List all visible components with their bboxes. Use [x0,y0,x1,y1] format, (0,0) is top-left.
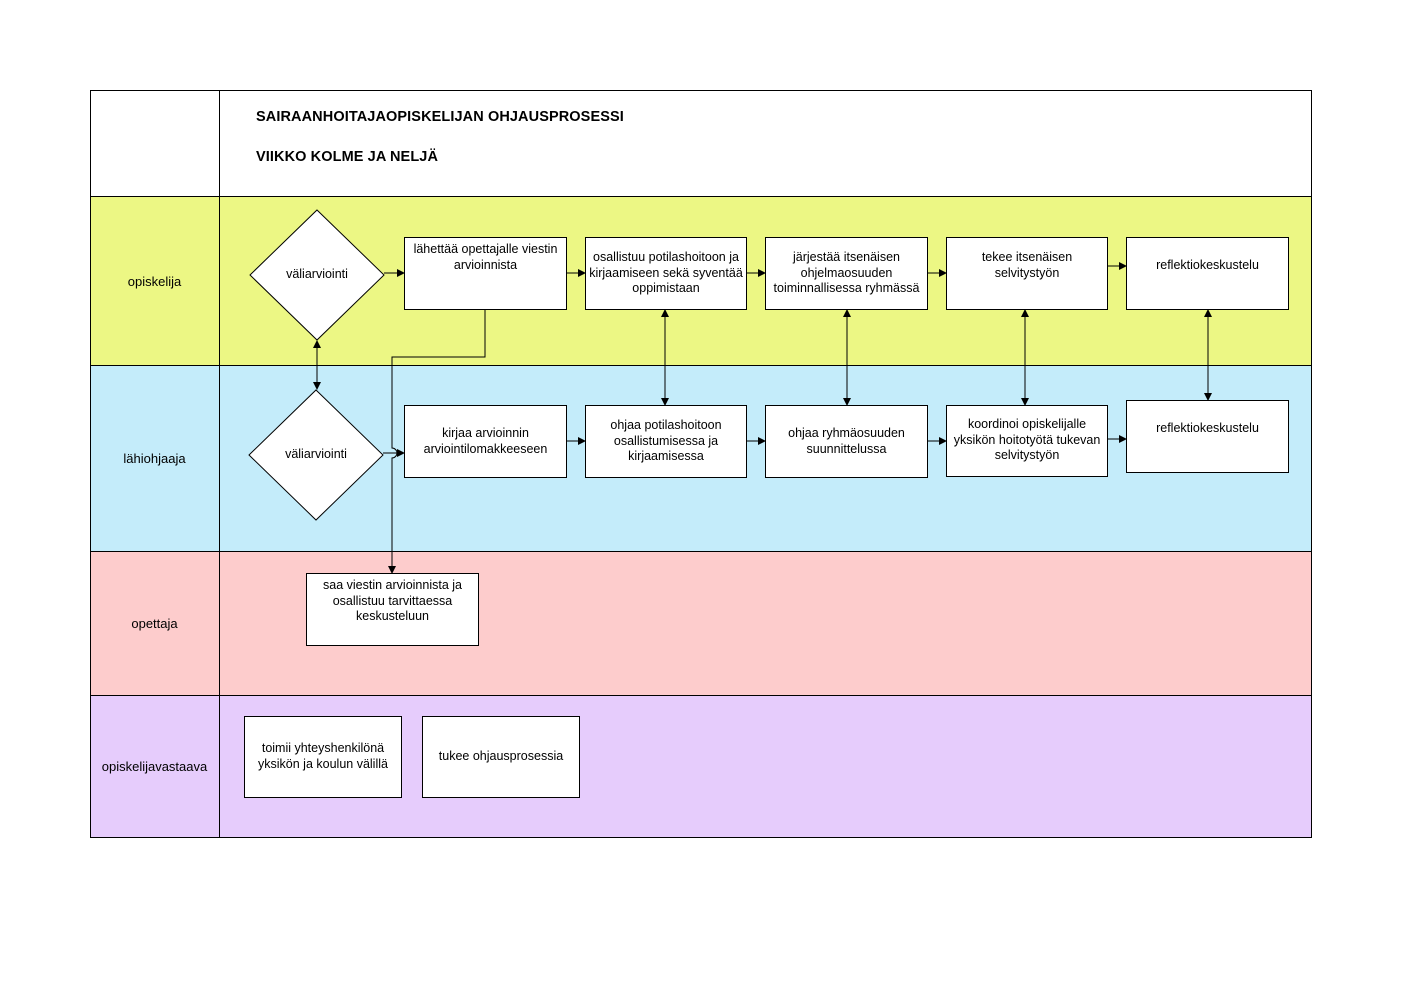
lane-label-lahiohjaaja: lähiohjaaja [123,451,186,466]
op-valiarviointi-label: väliarviointi [286,267,348,281]
header-lane [90,90,1312,197]
op-tekee-box: tekee itsenäisen selvitystyön [946,237,1108,310]
decision-diamond-lahiohjaaja [248,389,384,521]
lo-ohjaa-ryhma-box: ohjaa ryhmäosuuden suunnittelussa [765,405,928,478]
op-reflektio-box: reflektiokeskustelu [1126,237,1289,310]
lane-opettaja [90,551,1312,696]
lo-reflektio-box: reflektiokeskustelu [1126,400,1289,473]
arrow-lahettaa-to-opettaja [388,309,486,574]
ope-saa-box: saa viestin arvioinnista ja osallistuu t… [306,573,479,646]
diagram-title: SAIRAANHOITAJAOPISKELIJAN OHJAUSPROSESSI [256,109,624,125]
op-jarjestaa-box: järjestää itsenäisen ohjelmaosuuden toim… [765,237,928,310]
ov-toimii-box: toimii yhteyshenkilönä yksikön ja koulun… [244,716,402,798]
op-osallistuu-box: osallistuu potilashoitoon ja kirjaamisee… [585,237,747,310]
lo-koordinoi-box: koordinoi opiskelijalle yksikön hoitotyö… [946,405,1108,477]
lo-ohjaa-potilas-box: ohjaa potilashoitoon osallistumisessa ja… [585,405,747,478]
lane-label-opettaja: opettaja [131,616,178,631]
label-column-divider [219,90,220,838]
lo-kirjaa-box: kirjaa arvioinnin arviointilomakkeeseen [404,405,567,478]
lo-valiarviointi-label: väliarviointi [285,447,347,461]
lane-label-opiskelija: opiskelija [127,273,182,289]
diagram-subtitle: VIIKKO KOLME JA NELJÄ [256,149,439,165]
lane-label-opiskelijavastaava: opiskelijavastaava [101,759,208,774]
op-lahettaa-box: lähettää opettajalle viestin arvioinnist… [404,237,567,310]
ov-tukee-box: tukee ohjausprosessia [422,716,580,798]
